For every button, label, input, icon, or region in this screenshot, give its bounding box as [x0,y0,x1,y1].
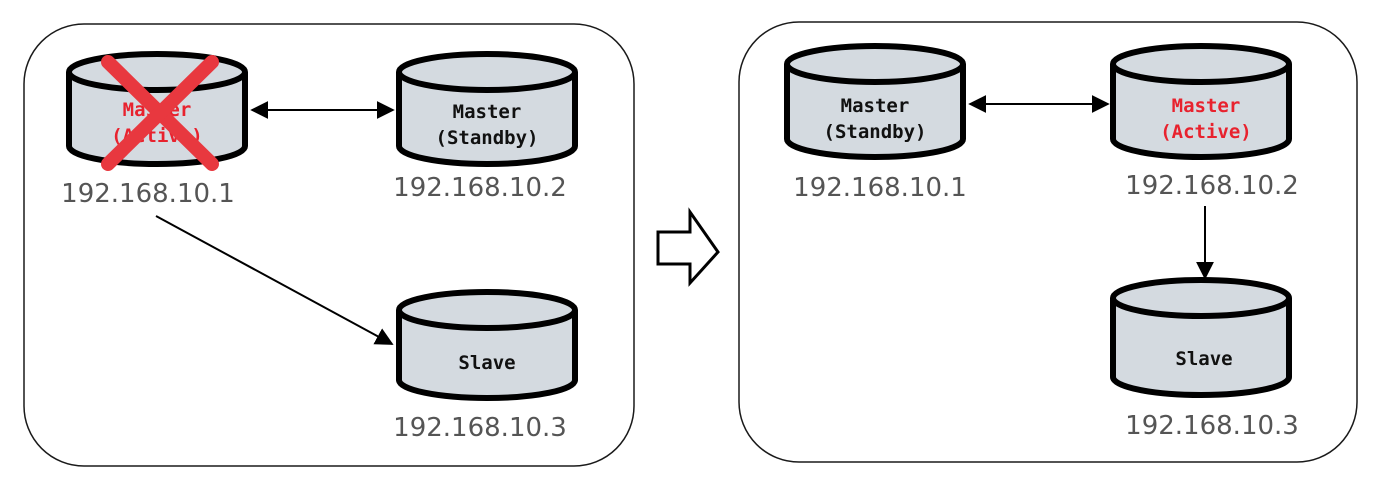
before-slave-line1: Slave [458,352,515,374]
before-slave-db: Slave [396,289,578,401]
after-master-active-line1: Master [1172,95,1241,117]
after-slave-line1: Slave [1175,348,1232,370]
before-master-standby-line1: Master [453,101,522,123]
after-master-standby-line1: Master [841,95,910,117]
red-x-icon [101,55,219,171]
before-slave-ip: 192.168.10.3 [393,413,567,443]
right-arrow-outline-icon [656,207,720,287]
before-slave-link [155,215,394,345]
before-panel: Master (Active) 192.168.10.1 Master (Sta… [23,23,635,467]
before-master-standby-ip: 192.168.10.2 [393,173,567,203]
after-panel: Master (Standby) 192.168.10.1 Master (Ac… [738,21,1358,463]
before-master-standby-db: Master (Standby) [396,51,578,167]
before-master-standby-line2: (Standby) [436,127,539,149]
after-master-active-line2: (Active) [1160,121,1252,143]
after-master-standby-db: Master (Standby) [784,43,966,160]
after-master-active-db: Master (Active) [1110,43,1292,160]
after-master-standby-line2: (Standby) [824,121,927,143]
after-master-active-ip: 192.168.10.2 [1125,171,1299,201]
after-slave-db: Slave [1110,277,1292,398]
before-master-active-ip: 192.168.10.1 [61,179,235,209]
after-slave-ip: 192.168.10.3 [1125,411,1299,441]
after-master-standby-ip: 192.168.10.1 [793,173,967,203]
